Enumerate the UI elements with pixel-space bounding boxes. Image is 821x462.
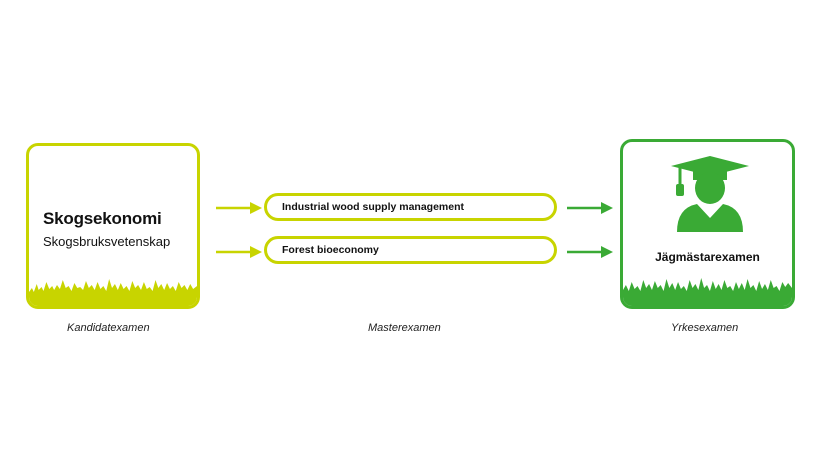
arrow-right-icon [567,246,613,258]
graduate-icon [671,156,749,232]
program-pill: Forest bioeconomy [264,236,557,264]
professional-box: Jägmästarexamen [620,139,795,309]
program-label: Forest bioeconomy [282,244,379,256]
forest-silhouette-icon [29,279,197,306]
program-pill: Industrial wood supply management [264,193,557,221]
arrow-right-icon [216,202,262,214]
program-label: Industrial wood supply management [282,201,465,213]
forest-silhouette-icon [623,278,792,306]
arrow-right-icon [567,202,613,214]
bachelor-title: Skogsekonomi [43,209,162,228]
bachelor-subtitle: Skogsbruksvetenskap [43,234,171,249]
bachelor-box: Skogsekonomi Skogsbruksvetenskap [26,143,200,309]
arrow-right-icon [216,246,262,258]
masters-caption: Masterexamen [368,322,441,334]
bachelor-caption: Kandidatexamen [67,322,150,334]
professional-caption: Yrkesexamen [671,322,739,334]
professional-title: Jägmästarexamen [655,250,760,264]
